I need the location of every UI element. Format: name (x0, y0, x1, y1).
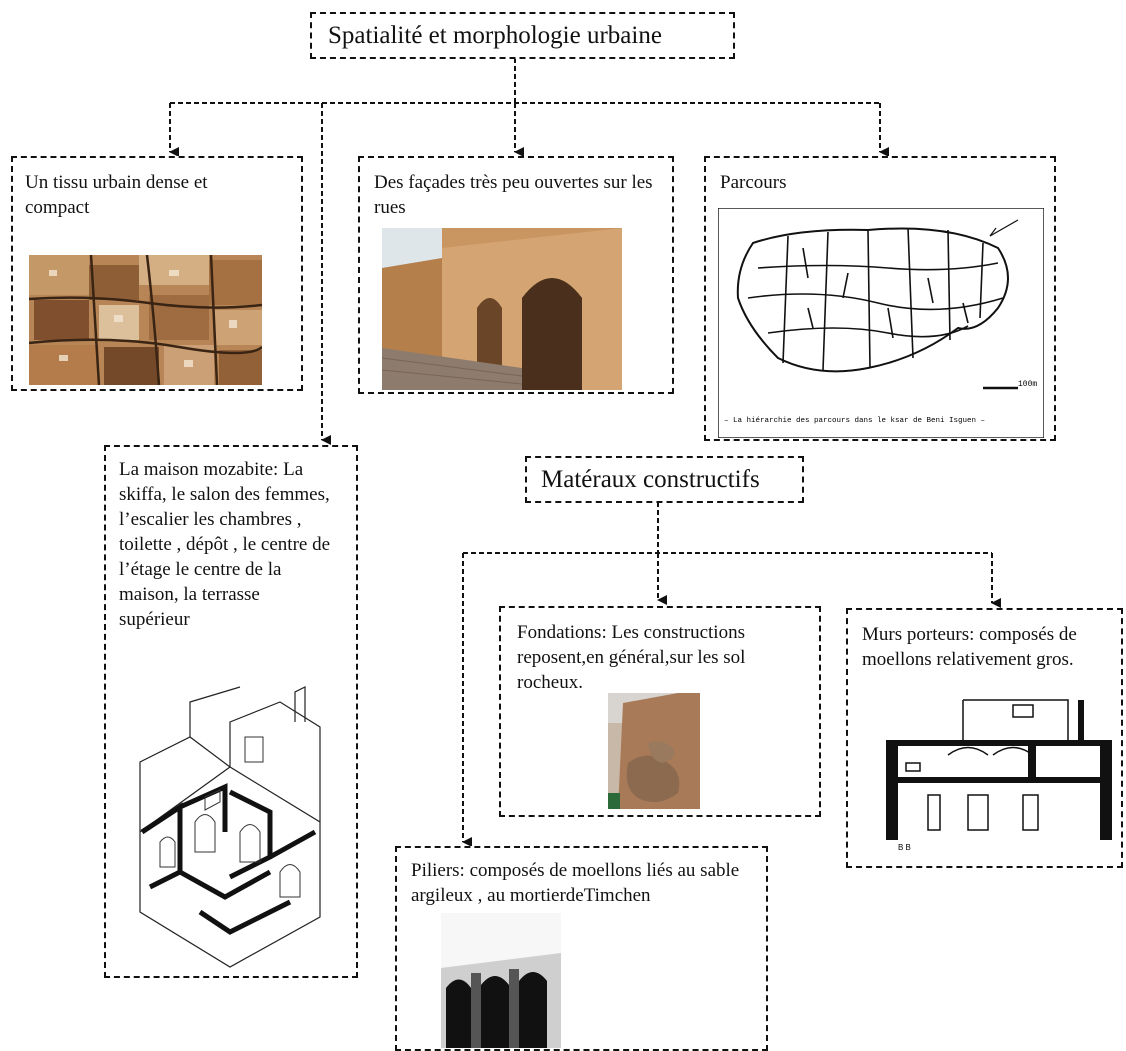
fondations-text: Fondations: Les constructions reposent,e… (517, 622, 746, 693)
rock-foundation-photo (608, 693, 700, 809)
facades-text: Des façades très peu ouvertes sur les ru… (374, 172, 653, 218)
root-node: Spatialité et morphologie urbaine (310, 12, 735, 59)
facades-node: Des façades très peu ouvertes sur les ru… (358, 156, 674, 394)
tissu-urbain-node: Un tissu urbain dense et compact (11, 156, 303, 391)
root-title: Spatialité et morphologie urbaine (328, 22, 662, 49)
fondations-node: Fondations: Les constructions reposent,e… (499, 606, 821, 817)
wall-section-drawing: B B (868, 685, 1118, 855)
house-axonometric-drawing (120, 682, 342, 972)
dense-city-aerial-image (29, 255, 262, 385)
materials-node: Matéraux constructifs (525, 456, 804, 503)
parcours-text: Parcours (720, 172, 787, 193)
tissu-urbain-text: Un tissu urbain dense et compact (25, 172, 208, 218)
murs-porteurs-node: Murs porteurs: composés de moellons rela… (846, 608, 1123, 868)
maison-mozabite-text: La maison mozabite: La skiffa, le salon … (119, 459, 331, 630)
piliers-text: Piliers: composés de moellons liés au sa… (411, 860, 740, 906)
section-label: B B (898, 843, 911, 852)
piliers-node: Piliers: composés de moellons liés au sa… (395, 846, 768, 1051)
parcours-node: Parcours 100m – La hiérarchie des parcou… (704, 156, 1056, 441)
materials-title: Matéraux constructifs (541, 466, 760, 493)
ksar-street-map: 100m – La hiérarchie des parcours dans l… (718, 208, 1044, 438)
pillars-arcade-photo (441, 913, 561, 1048)
map-caption: – La hiérarchie des parcours dans le ksa… (724, 417, 985, 425)
murs-porteurs-text: Murs porteurs: composés de moellons rela… (862, 624, 1077, 670)
street-facade-photo (382, 228, 622, 390)
maison-mozabite-node: La maison mozabite: La skiffa, le salon … (104, 445, 358, 978)
map-scale-label: 100m (1018, 380, 1037, 389)
